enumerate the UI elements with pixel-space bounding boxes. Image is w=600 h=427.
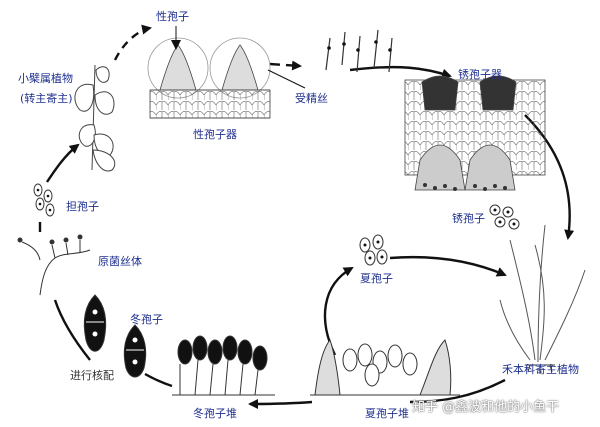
- label-alternate-host-line2: (转主寄主): [20, 92, 73, 105]
- receptive-hyphae-illustration: [326, 30, 392, 72]
- arrow-telium-to-teliospore: [145, 374, 172, 386]
- label-spermogonium: 性孢子器: [193, 128, 237, 141]
- label-telium: 冬孢子堆: [193, 407, 237, 420]
- arrow-basidiospore-to-host: [47, 145, 78, 182]
- label-receptive-hyphae: 受精丝: [295, 92, 328, 105]
- label-sexual-spore: 性孢子: [156, 10, 189, 23]
- label-urediniospore: 夏孢子: [360, 272, 393, 285]
- arrow-spermogonium-to-aecium: [270, 64, 300, 66]
- watermark: 知乎 @鑫波和他的小鱼干: [412, 396, 559, 415]
- label-karyogamy: 进行核配: [70, 369, 114, 382]
- telium-illustration: [172, 336, 275, 395]
- teliospore-illustration: [84, 295, 145, 377]
- label-aecium: 锈孢子器: [458, 68, 502, 81]
- label-aeciospore: 锈孢子: [452, 212, 485, 225]
- label-grass-host: 禾本科寄主植物: [502, 363, 579, 376]
- arrow-hyphae-to-aecium: [350, 67, 450, 76]
- label-promycelium: 原菌丝体: [98, 255, 142, 268]
- label-teliospore: 冬孢子: [130, 313, 163, 326]
- uredinium-illustration: [310, 340, 460, 395]
- arrow-host-to-spermogonium: [115, 28, 150, 60]
- urediniospore-cluster: [360, 235, 387, 265]
- label-alternate-host-line1: 小檗属植物: [18, 72, 73, 85]
- promycelium-illustration: [18, 235, 90, 295]
- arrow-urediniospore-to-grass: [390, 257, 505, 275]
- arrow-uredinium-to-telium: [250, 402, 312, 404]
- aecium-illustration: [405, 76, 545, 191]
- label-uredinium: 夏孢子堆: [365, 407, 409, 420]
- aeciospore-cluster: [490, 205, 519, 229]
- grass-host-illustration: [500, 225, 585, 374]
- spermogonium-illustration: [148, 26, 305, 118]
- label-basidiospore: 担孢子: [66, 200, 99, 213]
- basidiospore-cluster: [34, 184, 54, 216]
- barberry-host-illustration: [75, 65, 115, 171]
